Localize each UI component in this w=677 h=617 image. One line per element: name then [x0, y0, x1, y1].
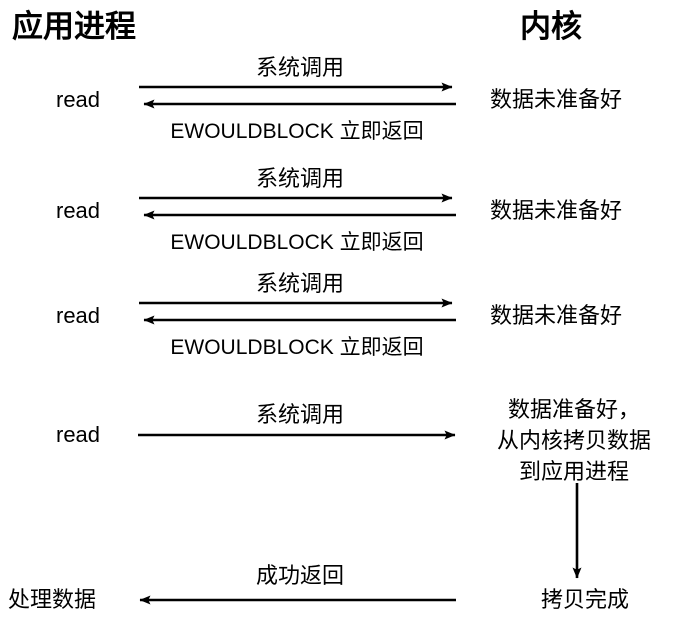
row1-kernel-status-label: 数据未准备好 [490, 87, 623, 112]
row2-kernel-status-label: 数据未准备好 [490, 198, 623, 223]
row1-ewouldblock-label: EWOULDBLOCK 立即返回 [170, 120, 424, 143]
row2-ewouldblock-label: EWOULDBLOCK 立即返回 [170, 231, 424, 254]
column-title-app-process: 应用进程 [12, 9, 136, 44]
row3-syscall-label: 系统调用 [255, 271, 345, 296]
row2-syscall-label: 系统调用 [255, 166, 345, 191]
row4-read-label: read [56, 422, 101, 447]
kernel-copy-note-line-2: 从内核拷贝数据 [496, 428, 652, 453]
row3-read-label: read [56, 303, 101, 328]
kernel-copy-note-line-1: 数据准备好， [507, 397, 641, 422]
row1-syscall-label: 系统调用 [255, 55, 345, 80]
row1-read-label: read [56, 87, 101, 112]
row4-syscall-label: 系统调用 [255, 402, 345, 427]
success-return-label: 成功返回 [255, 563, 345, 588]
copy-done-label: 拷贝完成 [540, 587, 630, 612]
column-title-kernel: 内核 [520, 9, 582, 44]
row2-read-label: read [56, 198, 101, 223]
row3-ewouldblock-label: EWOULDBLOCK 立即返回 [170, 336, 424, 359]
process-data-label: 处理数据 [8, 587, 97, 612]
row3-kernel-status-label: 数据未准备好 [490, 303, 623, 328]
kernel-copy-note-line-3: 到应用进程 [518, 459, 630, 484]
kernel-copy-note: 数据准备好， 从内核拷贝数据 到应用进程 [497, 394, 651, 487]
